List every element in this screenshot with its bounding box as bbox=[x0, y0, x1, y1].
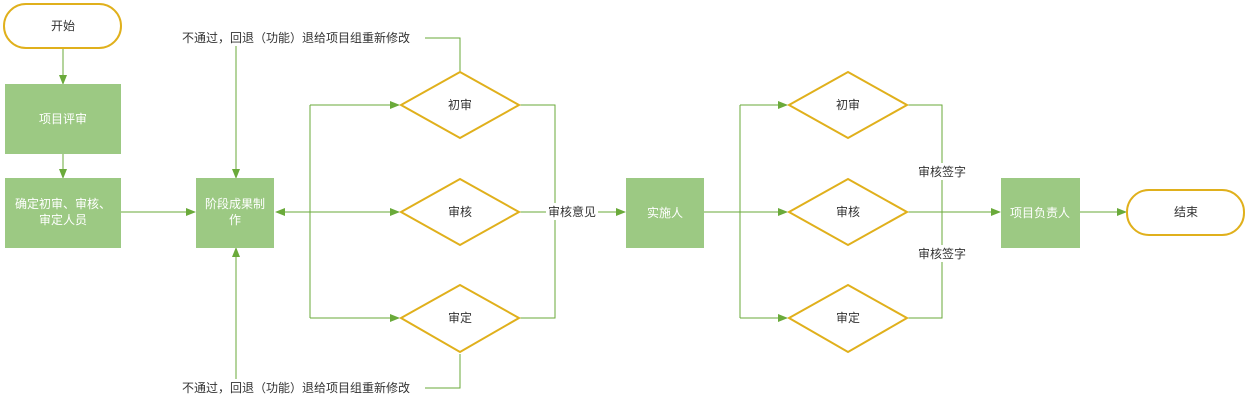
right-approval-decision: 审定 bbox=[786, 283, 910, 354]
left-audit-label: 审核 bbox=[448, 204, 472, 219]
project-review-node: 项目评审 bbox=[5, 84, 121, 154]
right-audit-decision: 审核 bbox=[786, 177, 910, 247]
left-initial-review-label: 初审 bbox=[448, 97, 472, 112]
stage-output-label-line1: 阶段成果制 bbox=[205, 196, 265, 211]
signoff-bottom-label: 审核签字 bbox=[918, 246, 966, 261]
label-backing bbox=[915, 245, 969, 262]
end-label: 结束 bbox=[1174, 205, 1198, 219]
signoff-top-label: 审核签字 bbox=[918, 164, 966, 179]
project-review-label: 项目评审 bbox=[39, 111, 87, 126]
left-approval-label: 审定 bbox=[448, 310, 472, 325]
right-initial-review-label: 初审 bbox=[836, 97, 860, 112]
project-lead-node: 项目负责人 bbox=[1001, 178, 1080, 248]
stage-output-node: 阶段成果制 作 bbox=[196, 178, 274, 248]
end-node: 结束 bbox=[1126, 189, 1245, 236]
assign-reviewers-label-line2: 审定人员 bbox=[39, 212, 87, 227]
right-audit-label: 审核 bbox=[836, 204, 860, 219]
review-opinion-label: 审核意见 bbox=[548, 204, 596, 219]
reject-top-line-a bbox=[425, 37, 461, 72]
label-backing bbox=[179, 379, 413, 396]
assign-reviewers-label-line1: 确定初审、审核、 bbox=[15, 196, 111, 211]
label-backing bbox=[545, 203, 599, 220]
start-label: 开始 bbox=[51, 19, 75, 33]
start-node: 开始 bbox=[3, 3, 122, 49]
left-initial-review-decision: 初审 bbox=[398, 70, 522, 140]
project-lead-label: 项目负责人 bbox=[1010, 206, 1070, 220]
stage-output-label-line2: 作 bbox=[229, 213, 241, 227]
implementer-node: 实施人 bbox=[626, 178, 704, 248]
implementer-label: 实施人 bbox=[647, 205, 683, 220]
label-backing bbox=[915, 163, 969, 180]
right-initial-review-decision: 初审 bbox=[786, 70, 910, 140]
label-backing bbox=[179, 29, 413, 46]
reject-top-label: 不通过，回退（功能）退给项目组重新修改 bbox=[182, 30, 410, 45]
right-approval-label: 审定 bbox=[836, 310, 860, 325]
assign-reviewers-node: 确定初审、审核、 审定人员 bbox=[5, 178, 121, 248]
left-audit-decision: 审核 bbox=[398, 177, 522, 247]
left-approval-decision: 审定 bbox=[398, 283, 522, 354]
reject-bottom-label: 不通过，回退（功能）退给项目组重新修改 bbox=[182, 380, 410, 395]
reject-bottom-line-a bbox=[425, 354, 461, 389]
